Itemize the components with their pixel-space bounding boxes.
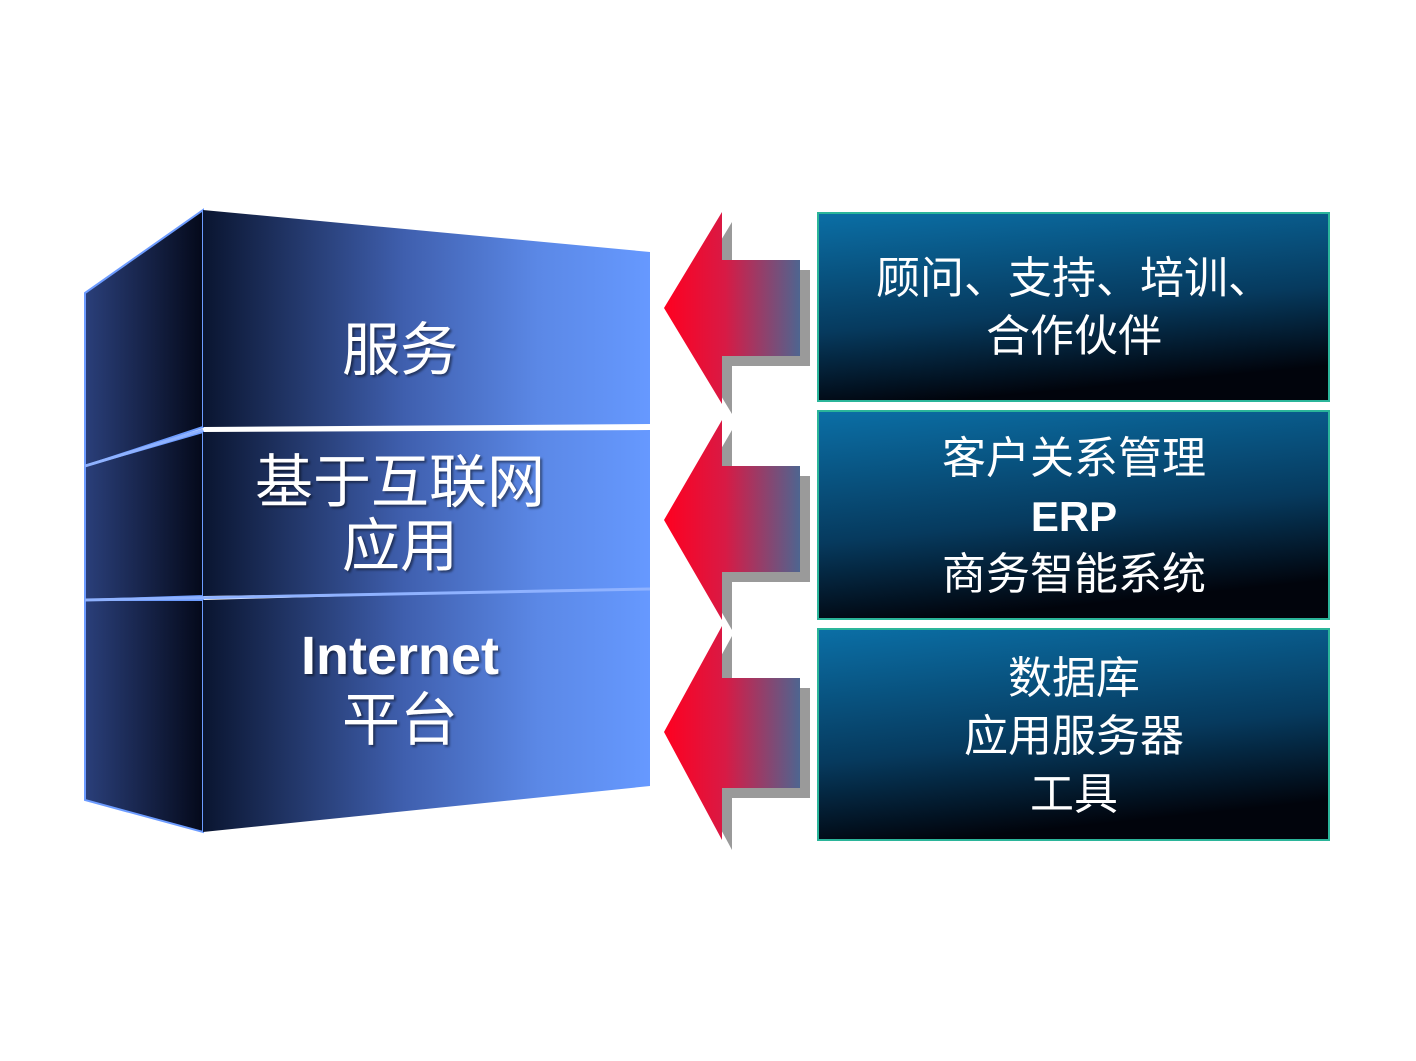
arrow-apps — [664, 420, 810, 630]
arrow-platform — [664, 626, 810, 850]
box-label-applications: 客户关系管理 ERP 商务智能系统 — [819, 430, 1329, 604]
box-services-line-1: 顾问、支持、培训、 — [876, 253, 1272, 304]
box-services — [817, 212, 1330, 402]
stack-label-platform-line-2: 平台 — [341, 686, 458, 754]
stack-layer-platform-face — [203, 588, 650, 832]
box-label-services: 顾问、支持、培训、 合作伙伴 — [819, 250, 1329, 366]
box-platform-line-1: 数据库 — [1008, 653, 1140, 704]
stack-label-platform: Internet 平台 — [200, 624, 600, 752]
box-platform — [817, 628, 1330, 841]
stack-label-applications-line-1: 基于互联网 — [254, 448, 545, 516]
stack-label-services: 服务 — [200, 318, 600, 382]
stack-label-applications: 基于互联网 应用 — [200, 450, 600, 578]
box-platform-line-3: 工具 — [1030, 769, 1118, 820]
stack-layer-apps-face — [203, 430, 650, 596]
box-applications — [817, 410, 1330, 620]
stack-label-platform-line-1: Internet — [300, 626, 500, 686]
box-services-line-2: 合作伙伴 — [986, 311, 1162, 362]
box-label-platform: 数据库 应用服务器 工具 — [819, 650, 1329, 824]
stack-label-services-line: 服务 — [341, 316, 458, 384]
box-applications-line-2: ERP — [1030, 493, 1118, 540]
stack-label-applications-line-2: 应用 — [341, 512, 458, 580]
box-platform-line-2: 应用服务器 — [964, 711, 1184, 762]
box-applications-line-1: 客户关系管理 — [942, 433, 1206, 484]
stack-layer-services-face — [203, 210, 650, 427]
stack-side-face — [84, 208, 204, 834]
box-applications-line-3: 商务智能系统 — [942, 549, 1206, 600]
arrow-services — [664, 212, 810, 414]
service-boxes — [817, 212, 1330, 841]
stack-front-face — [84, 210, 651, 832]
